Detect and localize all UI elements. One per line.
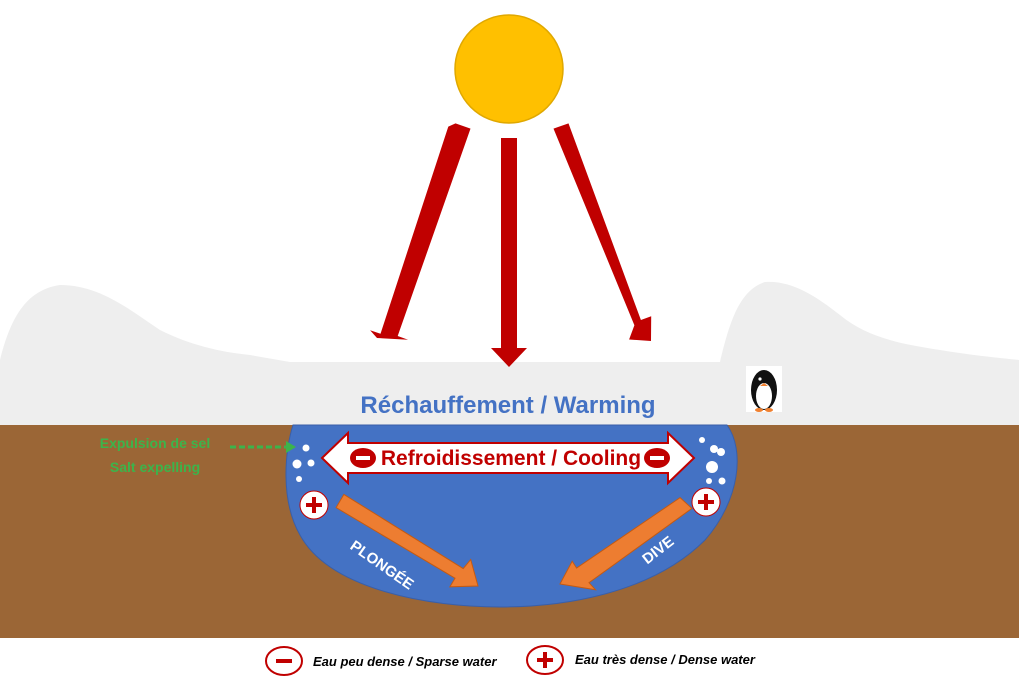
salt-bubbles-left (292, 444, 315, 482)
legend-dense-label: Eau très dense / Dense water (575, 652, 756, 667)
warming-arrow-left (370, 123, 471, 340)
penguin-icon (746, 366, 782, 412)
warming-arrows (370, 123, 652, 367)
warming-title: Réchauffement / Warming (360, 392, 655, 419)
salt-arrow (230, 441, 296, 453)
warming-arrow-right (553, 123, 652, 342)
legend-plus-icon (526, 645, 564, 675)
salt-bubbles-right (699, 437, 726, 485)
minus-icon (350, 448, 376, 468)
cooling-double-arrow (320, 430, 696, 486)
dive-arrow-left (335, 493, 479, 588)
plus-icon (691, 487, 721, 517)
cooling-label: Refroidissement / Cooling (381, 447, 641, 470)
sun-icon (454, 14, 564, 124)
legend: Eau peu dense / Sparse water Eau très de… (265, 645, 756, 676)
minus-icon (644, 448, 670, 468)
salt-expulsion-label-en: Salt expelling (110, 459, 200, 475)
warming-arrow-center (491, 138, 527, 367)
legend-minus-icon (265, 646, 303, 676)
legend-sparse-label: Eau peu dense / Sparse water (313, 654, 497, 669)
plus-icon (299, 490, 329, 520)
salt-expulsion-label-fr: Expulsion de sel (100, 435, 210, 451)
dive-arrow-right (559, 496, 693, 591)
